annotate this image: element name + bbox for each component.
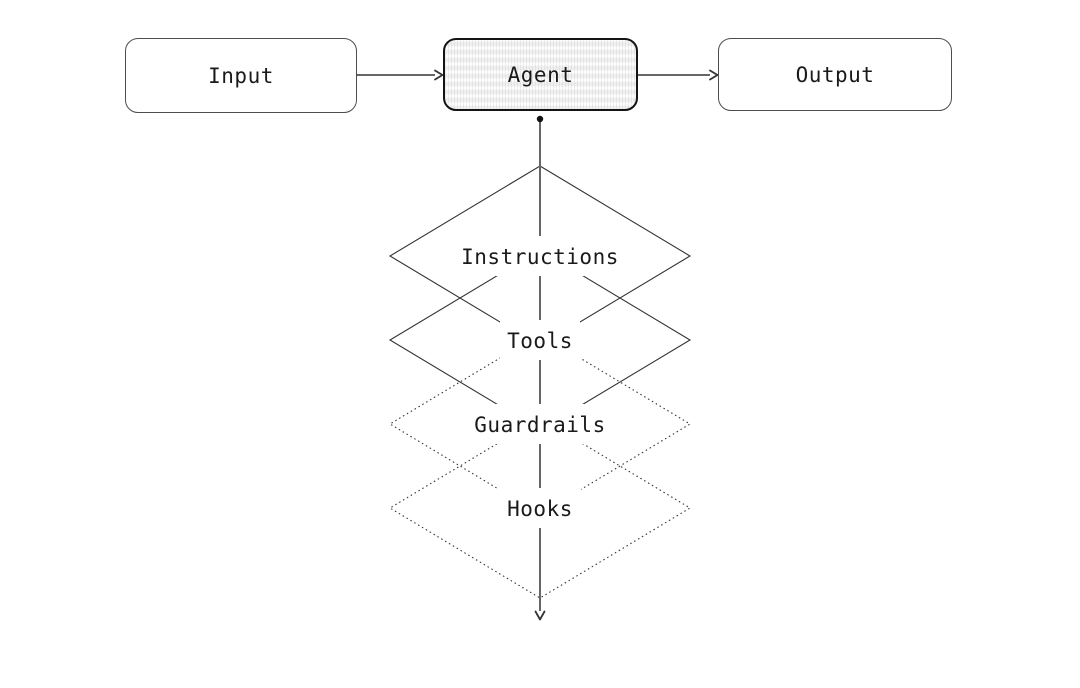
node-output: Output xyxy=(718,38,952,111)
label-background xyxy=(500,320,580,360)
node-input: Input xyxy=(125,38,357,113)
arrowhead-into-output-icon xyxy=(709,69,719,81)
layer-label-hooks: Hooks xyxy=(499,488,581,528)
layer-label: Guardrails xyxy=(474,413,605,437)
label-background xyxy=(499,488,581,528)
layer-label-instructions: Instructions xyxy=(456,236,624,276)
node-agent-label: Agent xyxy=(507,62,574,87)
node-output-label: Output xyxy=(795,62,875,87)
arrowhead-into-agent-icon xyxy=(434,69,444,81)
layer-label-tools: Tools xyxy=(500,320,580,360)
connector-origin-dot xyxy=(536,115,544,123)
node-agent: Agent xyxy=(443,38,638,111)
node-input-label: Input xyxy=(208,63,274,88)
layer-label: Hooks xyxy=(507,497,573,521)
layer-label: Instructions xyxy=(461,245,619,269)
label-background xyxy=(468,404,612,444)
layer-label: Tools xyxy=(507,329,573,353)
layer-label-guardrails: Guardrails xyxy=(468,404,612,444)
label-background xyxy=(456,236,624,276)
arrowhead-down-icon xyxy=(534,610,546,621)
